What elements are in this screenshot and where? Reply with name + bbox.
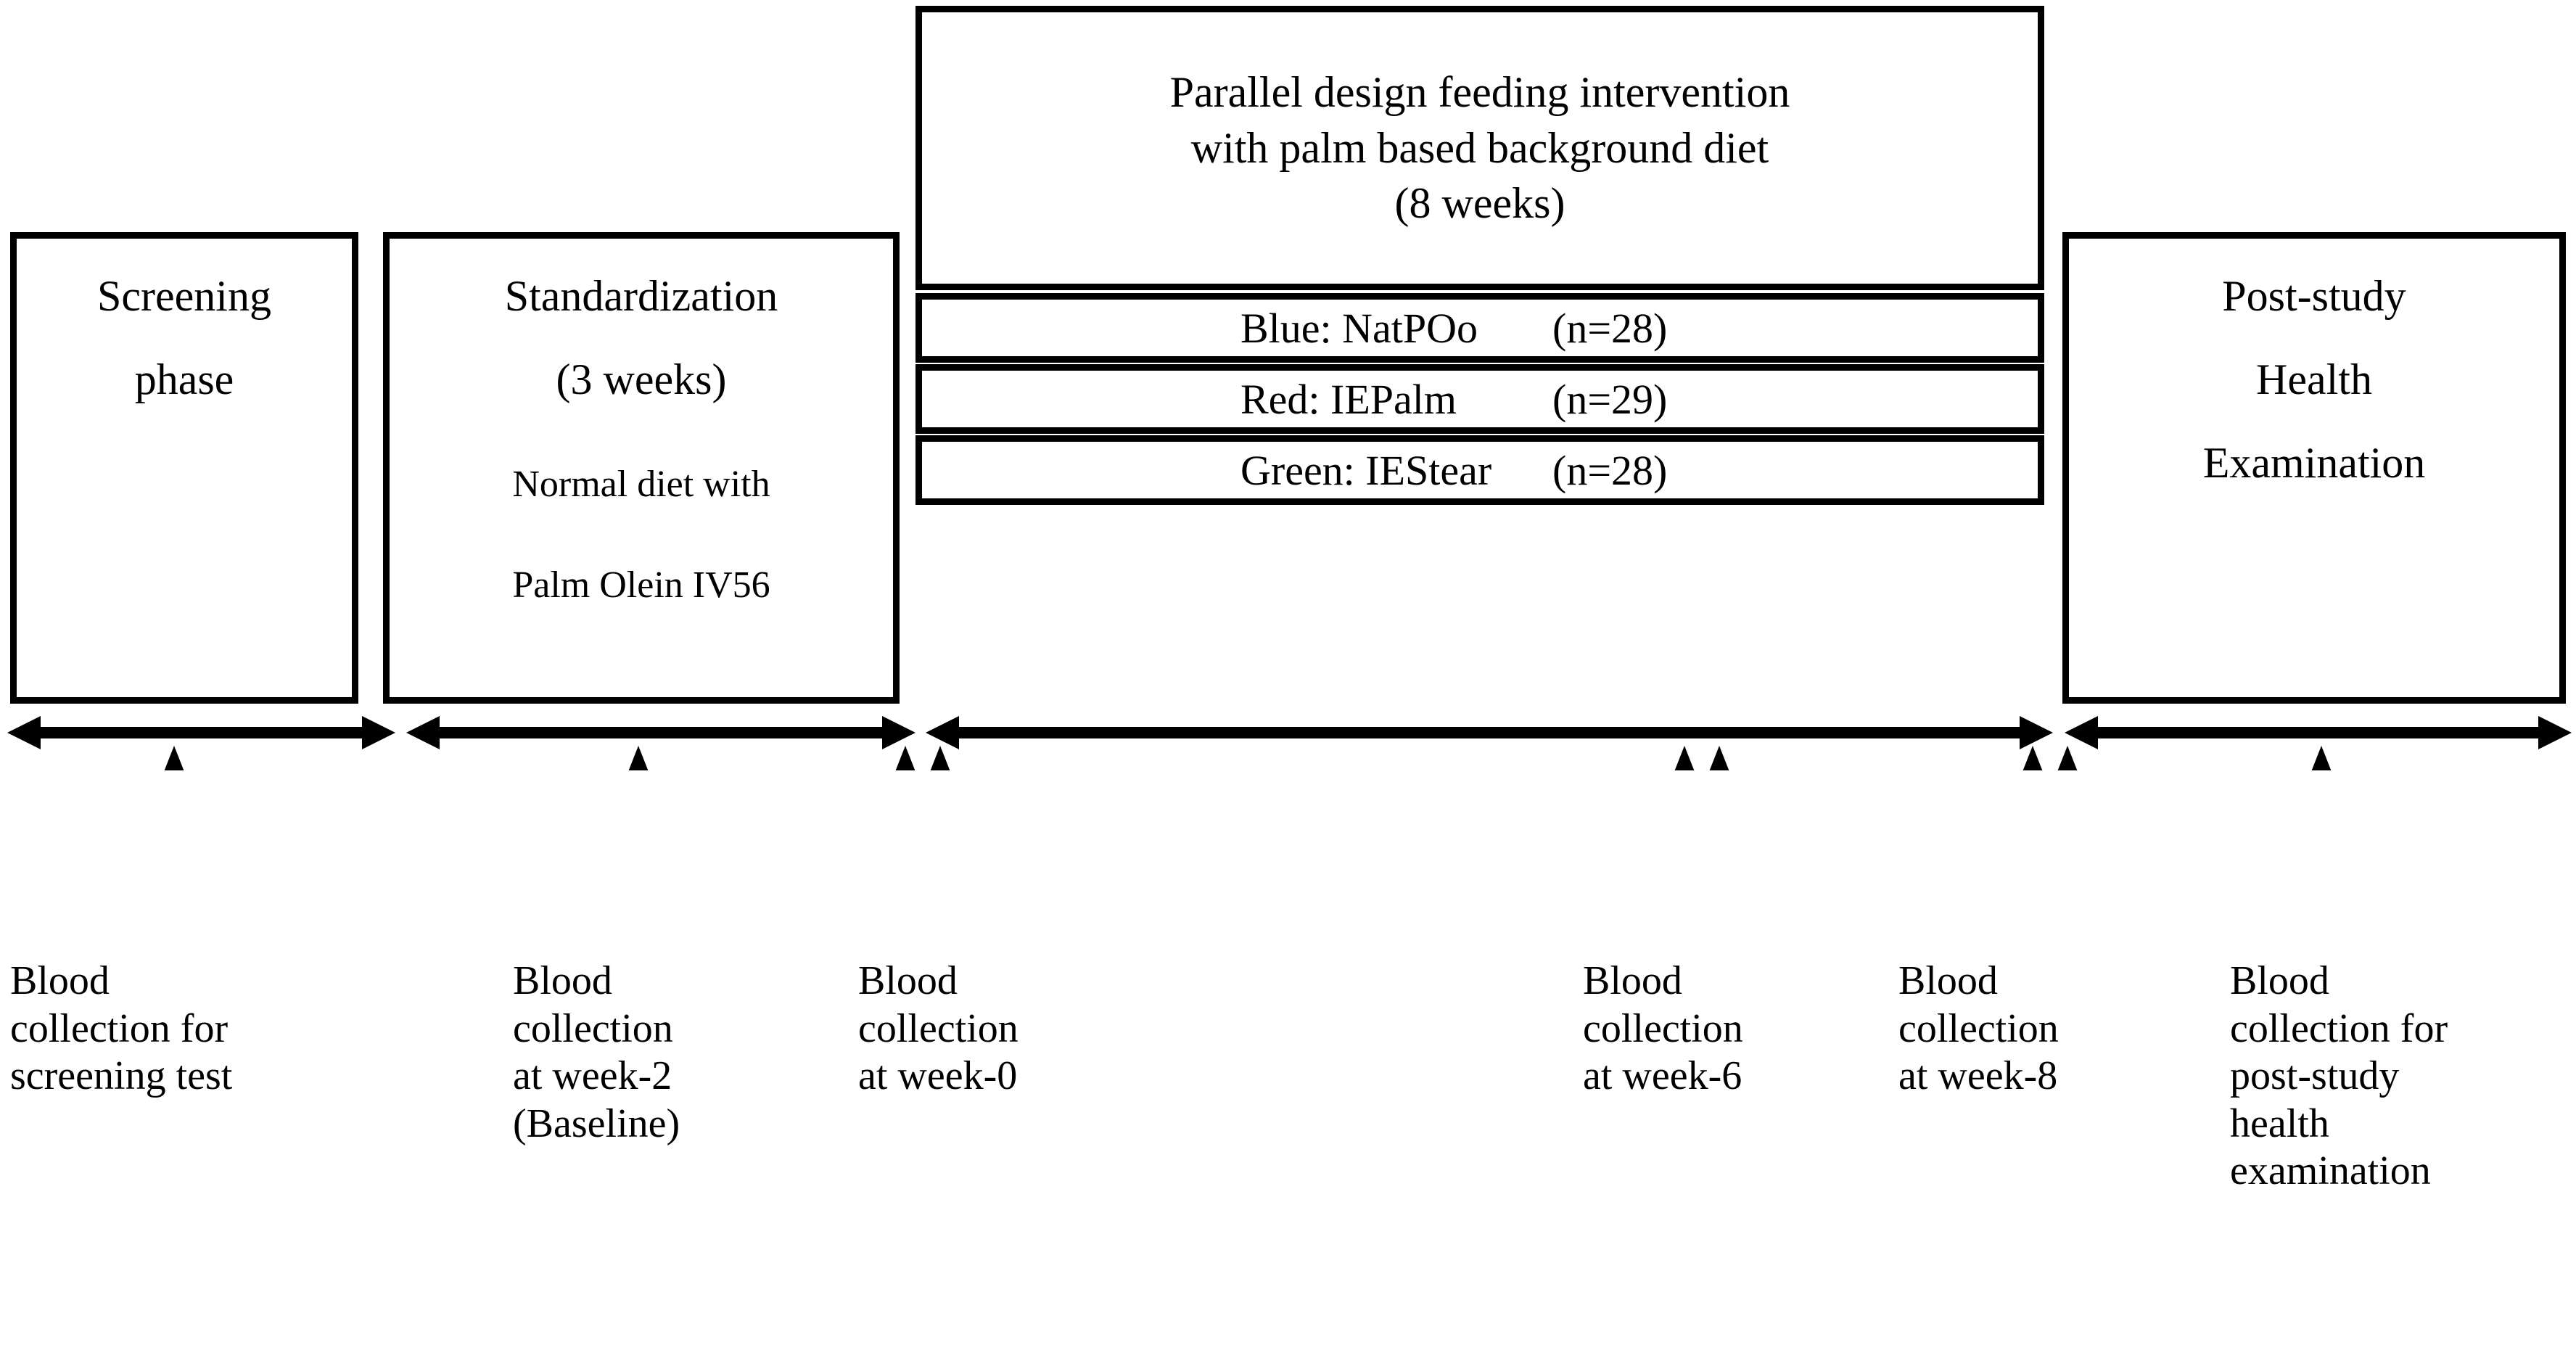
week-6-draw-up-arrow <box>1674 746 1729 770</box>
post-study-phase-box: Post-study Health Examination <box>2062 232 2566 704</box>
poststudy-title-line-1: Post-study <box>2222 272 2406 320</box>
arrow-head-right <box>362 716 395 749</box>
arrow-head-left <box>926 716 959 749</box>
intervention-title-box: Parallel design feeding intervention wit… <box>915 6 2044 290</box>
caption-screening: Blood collection for screening test <box>10 958 233 1099</box>
arm-sample-size: (n=29) <box>1552 375 1668 423</box>
timeline-collection-markers <box>164 746 2332 770</box>
timeline-segments <box>7 716 2572 749</box>
screening-title-line-2: phase <box>134 355 234 403</box>
arm-row: Blue: NatPOo (n=28) <box>1240 304 1719 353</box>
blood-collection-arrow-icon <box>1674 746 1695 770</box>
screening-title-line-1: Screening <box>97 272 271 320</box>
arrow-head-right <box>882 716 915 749</box>
blood-collection-arrow-icon <box>930 746 950 770</box>
arrow-head-right <box>2020 716 2053 749</box>
standardization-diet-line-2: Palm Olein IV56 <box>512 564 770 606</box>
blood-collection-arrow-icon <box>628 746 649 770</box>
screening-draw-up-arrow <box>164 746 184 770</box>
intervention-arm-box-blue: Blue: NatPOo (n=28) <box>915 293 2044 363</box>
poststudy-span <box>2065 716 2572 749</box>
standardization-span <box>406 716 915 749</box>
caption-week-0: Blood collection at week-0 <box>858 958 1019 1099</box>
caption-week-8: Blood collection at week-8 <box>1898 958 2059 1099</box>
blood-collection-arrow-icon <box>2311 746 2332 770</box>
week-0-draw-up-arrow <box>895 746 950 770</box>
blood-collection-arrow-icon <box>2057 746 2078 770</box>
week-8-draw-up-arrow <box>2022 746 2078 770</box>
intervention-title-line-1: Parallel design feeding intervention <box>1169 67 1790 116</box>
blood-collection-arrow-icon <box>2022 746 2043 770</box>
intervention-title-line-2: with palm based background diet <box>1190 123 1769 172</box>
blood-collection-arrow-icon <box>895 746 915 770</box>
arm-row: Red: IEPalm (n=29) <box>1240 375 1719 424</box>
intervention-title-line-3: (8 weeks) <box>1394 179 1565 228</box>
standardization-phase-box: Standardization (3 weeks) Normal diet wi… <box>383 232 900 704</box>
poststudy-title-line-2: Health <box>2256 355 2372 403</box>
standardization-title-line-1: Standardization <box>504 272 778 320</box>
arm-row: Green: IEStear (n=28) <box>1240 446 1719 495</box>
arm-label: Green: IEStear <box>1240 446 1492 494</box>
intervention-arm-box-red: Red: IEPalm (n=29) <box>915 364 2044 434</box>
blood-collection-arrow-icon <box>1709 746 1729 770</box>
arrow-head-left <box>406 716 440 749</box>
screening-span <box>7 716 395 749</box>
poststudy-draw-up-arrow <box>2311 746 2332 770</box>
blood-collection-arrow-icon <box>164 746 184 770</box>
arm-label: Red: IEPalm <box>1240 375 1457 423</box>
caption-poststudy: Blood collection for post-study health e… <box>2230 958 2448 1194</box>
screening-phase-box: Screening phase <box>10 232 358 704</box>
intervention-span <box>926 716 2053 749</box>
arrow-head-right <box>2538 716 2572 749</box>
week-2-draw-up-arrow <box>628 746 649 770</box>
arrow-head-left <box>2065 716 2098 749</box>
caption-week-6: Blood collection at week-6 <box>1583 958 1743 1099</box>
arm-sample-size: (n=28) <box>1552 304 1668 352</box>
timeline-axis <box>7 716 2572 770</box>
arrow-head-left <box>7 716 41 749</box>
arm-sample-size: (n=28) <box>1552 446 1668 494</box>
standardization-diet-line-1: Normal diet with <box>512 463 770 505</box>
intervention-arm-box-green: Green: IEStear (n=28) <box>915 435 2044 505</box>
poststudy-title-line-3: Examination <box>2202 438 2426 487</box>
arm-label: Blue: NatPOo <box>1240 304 1478 352</box>
standardization-title-line-2: (3 weeks) <box>556 355 727 403</box>
caption-week-2: Blood collection at week-2 (Baseline) <box>513 958 680 1146</box>
